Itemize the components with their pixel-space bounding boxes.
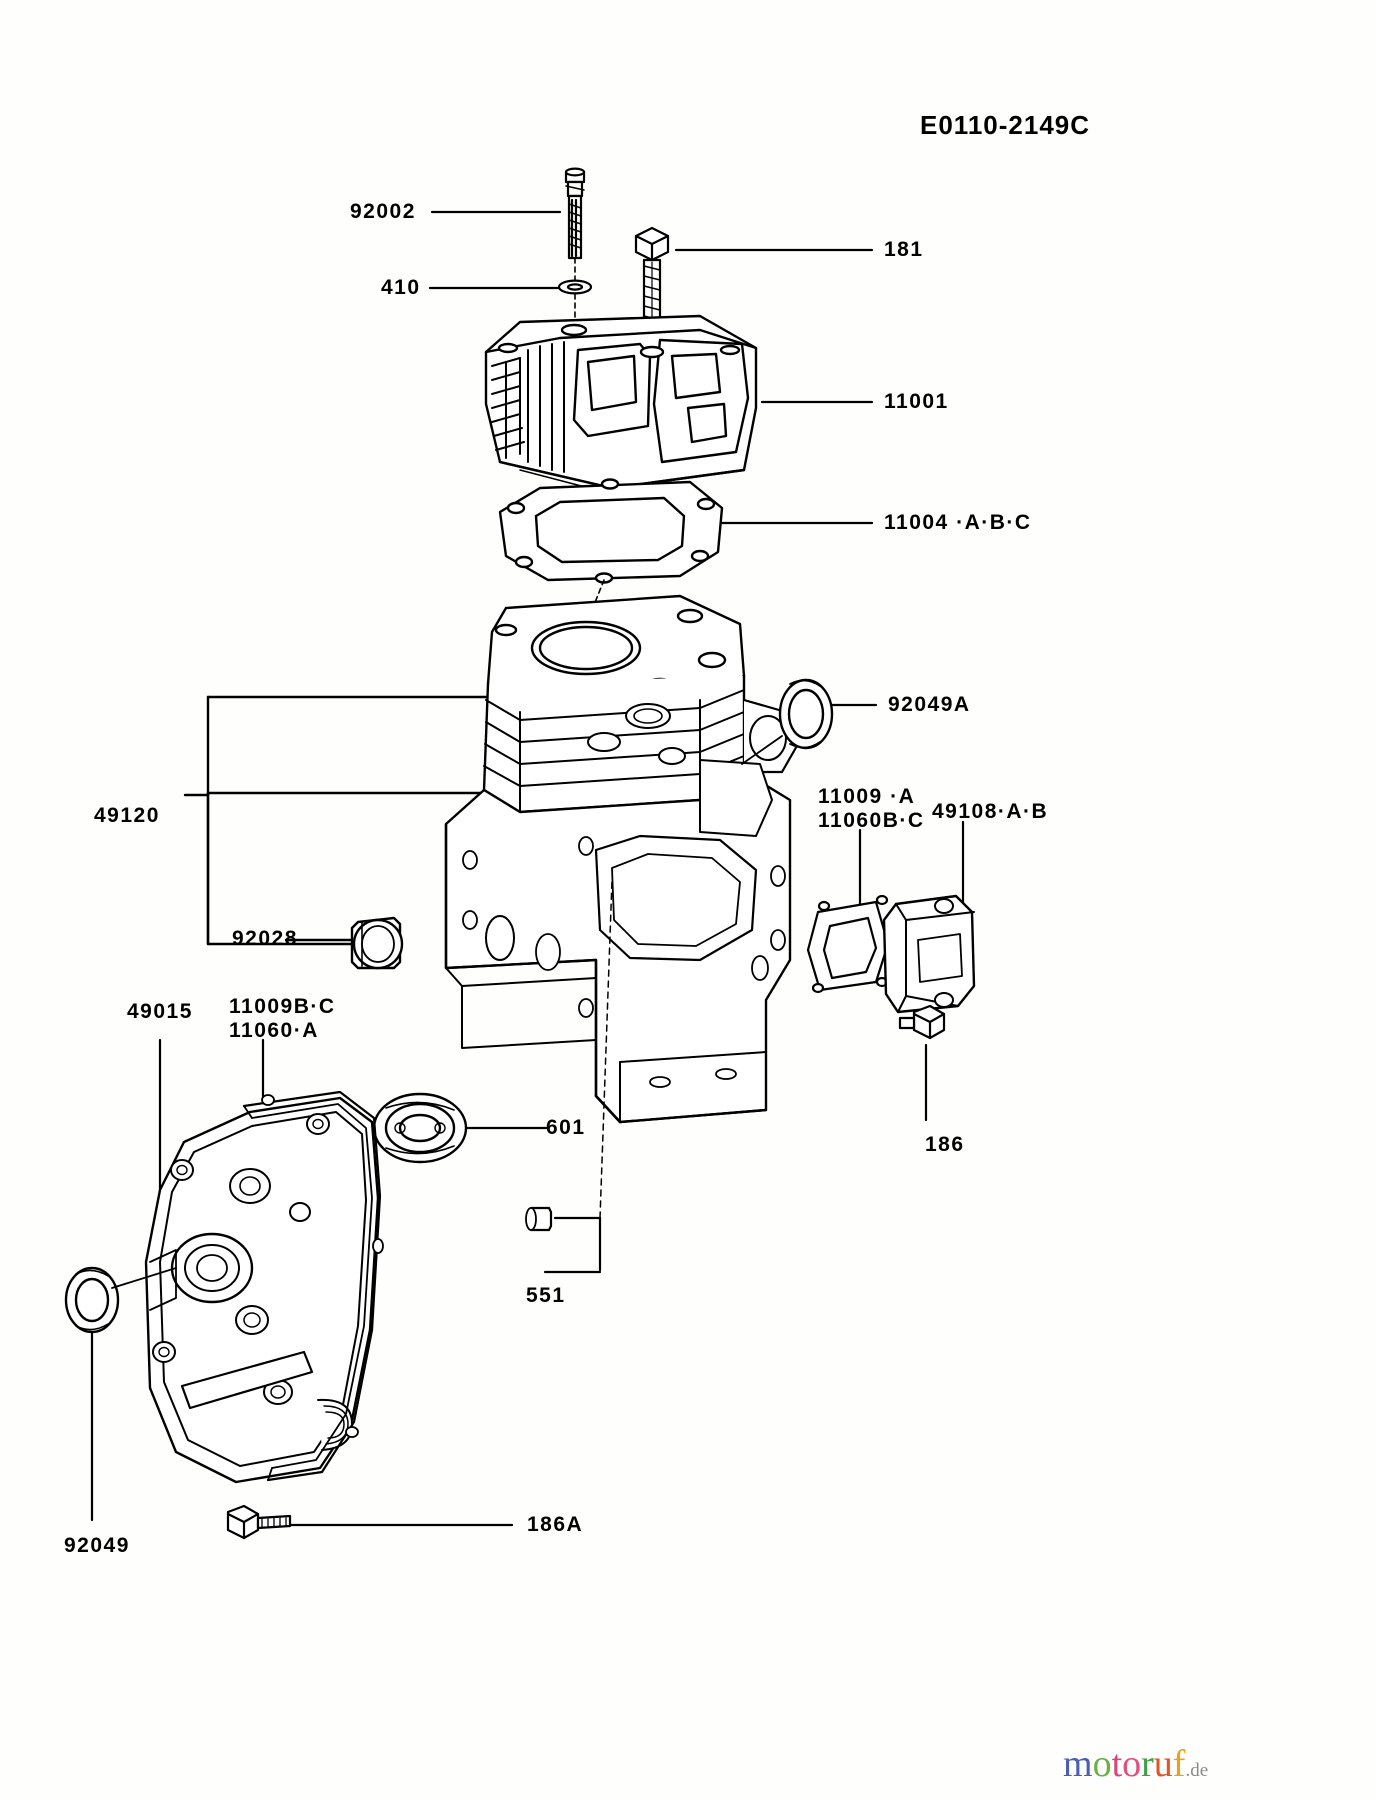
part-49015-crankcase-cover [144, 1096, 380, 1484]
part-92028-bushing [350, 916, 404, 970]
part-49108-breather-cover [882, 894, 976, 1014]
part-label-11009a: 11009 ·A [818, 785, 916, 808]
part-label-186a: 186A [527, 1513, 584, 1536]
part-label-92049a: 92049A [888, 693, 971, 716]
wm-letter-m: m [1063, 1743, 1093, 1785]
part-label-551: 551 [526, 1284, 566, 1307]
part-label-11001: 11001 [884, 390, 949, 413]
part-label-92028: 92028 [232, 927, 298, 950]
part-410-washer [557, 279, 593, 295]
wm-letter-u: u [1153, 1743, 1173, 1785]
part-label-11009bc: 11009B·C [229, 995, 336, 1018]
part-11001-cylinder-head [484, 314, 758, 495]
part-label-11004: 11004 ·A·B·C [884, 511, 1032, 534]
part-label-186: 186 [925, 1133, 965, 1156]
motoruf-watermark: motoruf.de [1063, 1742, 1208, 1786]
part-11009B-cover-gasket [242, 1090, 384, 1482]
part-label-49015: 49015 [127, 1000, 193, 1023]
wm-letter-o2: o [1122, 1743, 1142, 1785]
part-label-181: 181 [884, 238, 924, 261]
diagram-title: E0110-2149C [920, 110, 1091, 140]
part-92002-stud [564, 167, 586, 260]
part-92049-oil-seal [64, 1266, 177, 1334]
part-label-601: 601 [546, 1116, 586, 1139]
part-label-11060a: 11060·A [229, 1019, 319, 1042]
part-label-92002: 92002 [350, 200, 416, 223]
wm-letter-f: f [1172, 1743, 1186, 1785]
part-181-bolt [634, 226, 670, 332]
wm-suffix-de: .de [1185, 1760, 1209, 1781]
part-cylinder-crankcase [444, 594, 800, 1124]
part-186A-bolt [226, 1504, 292, 1540]
wm-letter-o1: o [1092, 1743, 1112, 1785]
wm-letter-r: r [1141, 1743, 1154, 1785]
wm-letter-t: t [1111, 1743, 1123, 1785]
part-186-bolt [898, 1004, 946, 1040]
part-label-92049: 92049 [64, 1534, 130, 1557]
part-601-bearing [372, 1092, 468, 1164]
part-label-49108: 49108·A·B [932, 800, 1049, 823]
part-92049A-oil-seal [741, 678, 834, 765]
part-label-49120: 49120 [94, 804, 160, 827]
part-label-11060bc: 11060B·C [818, 809, 925, 832]
part-551-dowel-pin [525, 1206, 553, 1232]
part-11004-head-gasket [498, 478, 724, 584]
part-label-410: 410 [381, 276, 421, 299]
part-11009A-breather-gasket [806, 894, 890, 994]
